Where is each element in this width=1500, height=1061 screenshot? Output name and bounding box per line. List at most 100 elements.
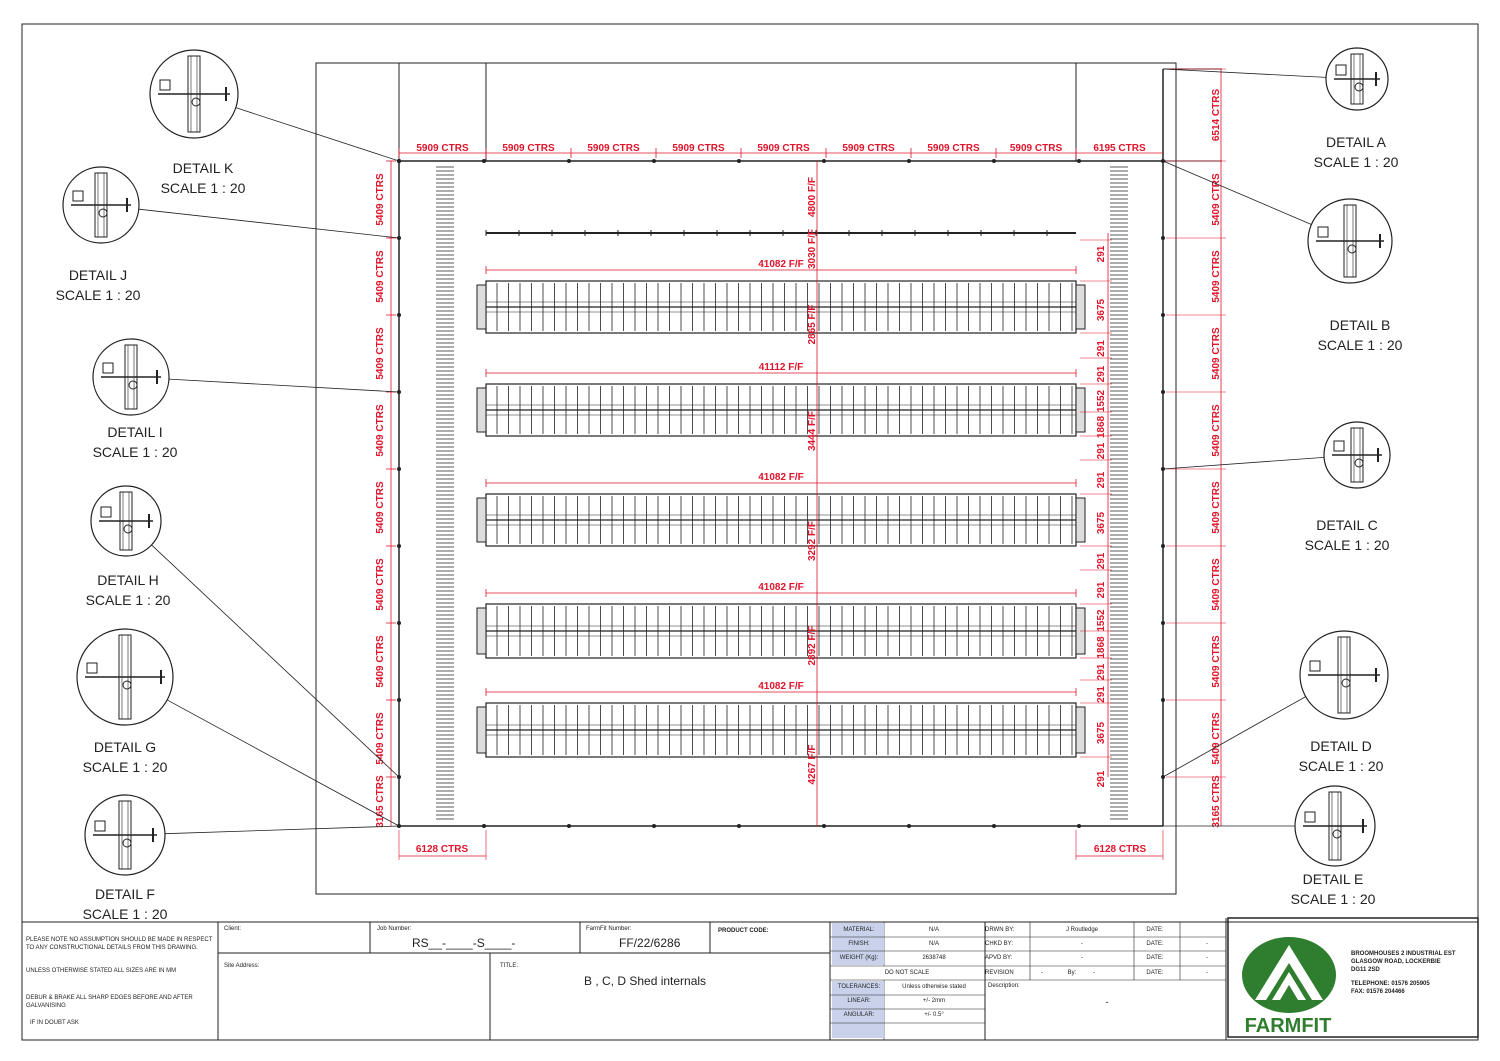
detail-bracket (159, 79, 171, 91)
post-marker (992, 159, 996, 163)
pen-length-label: 41082 F/F (758, 259, 804, 270)
detail-bracket (1317, 226, 1329, 238)
detail-leader (1162, 456, 1325, 470)
right-span-label: 5409 CTRS (1211, 250, 1222, 303)
center-vertical-label: 2865 F/F (807, 304, 818, 344)
post-marker (567, 159, 571, 163)
company-address-1: BROOMHOUSES 2 INDUSTRIAL EST (1351, 951, 1456, 957)
cubicle-row-4 (476, 603, 1086, 659)
detail-name: DETAIL D (1310, 738, 1372, 754)
right-chain-label: 3675 (1096, 298, 1107, 321)
material-value: N/A (928, 927, 939, 933)
detail-leader (151, 544, 400, 778)
note-4: IF IN DOUBT ASK (30, 1020, 79, 1026)
post-marker (992, 824, 996, 828)
right-chain-label: 291 (1096, 663, 1107, 680)
date-label-4: DATE: (1146, 970, 1164, 976)
linear-value: +/- 2mm (922, 998, 946, 1004)
detail-scale: SCALE 1 : 20 (82, 759, 168, 775)
detail-bracket (102, 362, 114, 374)
right-chain-label: 291 (1096, 365, 1107, 382)
detail-leader (1162, 68, 1327, 78)
material-label-cell (832, 923, 884, 965)
right-chain-label: 1868 (1096, 636, 1107, 659)
angular-value: +/- 0.5° (924, 1012, 944, 1018)
post-marker (1161, 621, 1165, 625)
detail-scale: SCALE 1 : 20 (1317, 337, 1403, 353)
job-number-label: Job Number: (377, 926, 412, 932)
detail-c-callout (1162, 421, 1391, 489)
post-marker (397, 544, 401, 548)
detail-scale: SCALE 1 : 20 (82, 906, 168, 922)
detail-bolt (128, 380, 138, 390)
right-span-label: 6514 CTRS (1211, 89, 1222, 142)
detail-bracket (94, 820, 106, 832)
detail-leader (138, 208, 400, 239)
angular-label: ANGULAR: (843, 1012, 875, 1018)
top-span-label: 5909 CTRS (1010, 143, 1063, 154)
pen-length-label: 41112 F/F (759, 362, 803, 373)
title-block-grid (21, 917, 1479, 1041)
detail-leader (1162, 160, 1312, 225)
top-span-label: 5909 CTRS (502, 143, 555, 154)
right-chain-label: 291 (1096, 245, 1107, 262)
detail-name: DETAIL I (107, 424, 163, 440)
right-span-label: 5409 CTRS (1211, 404, 1222, 457)
left-span-label: 5409 CTRS (375, 712, 386, 765)
detail-name: DETAIL F (95, 886, 155, 902)
right-chain-label: 1552 (1096, 389, 1107, 412)
post-marker (822, 159, 826, 163)
center-vertical-label: 3292 F/F (807, 521, 818, 561)
detail-bolt (123, 524, 133, 534)
detail-e-callout (1163, 785, 1376, 867)
revision-label: REVISION (985, 970, 1014, 976)
top-span-label: 5909 CTRS (587, 143, 640, 154)
bottom-right-span-label: 6128 CTRS (1094, 844, 1147, 855)
drawn-by-value: J Routledge (1065, 927, 1099, 933)
top-span-label: 5909 CTRS (757, 143, 810, 154)
left-span-label: 3165 CTRS (375, 775, 386, 828)
cubicle-end-cap (476, 497, 487, 543)
linear-label: LINEAR: (847, 998, 871, 1004)
post-marker (397, 698, 401, 702)
drawing-title: B , C, D Shed internals (584, 974, 707, 988)
detail-bracket (1309, 660, 1321, 672)
cubicle-end-cap (1075, 284, 1086, 330)
detail-bolt (1332, 829, 1342, 839)
top-span-label: 5909 CTRS (842, 143, 895, 154)
logo-roof-mark (1272, 972, 1306, 1000)
detail-bolt (122, 680, 132, 690)
weight-value: 2638748 (922, 955, 946, 961)
logo-wordmark: FARMFIT (1245, 1015, 1332, 1037)
detail-name: DETAIL G (93, 739, 157, 755)
right-chain-label: 291 (1096, 581, 1107, 598)
post-marker (1161, 390, 1165, 394)
right-chain-label: 1552 (1096, 609, 1107, 632)
right-span-label: 5409 CTRS (1211, 481, 1222, 534)
detail-bolt (122, 838, 132, 848)
center-vertical-label: 3030 F/F (807, 229, 818, 269)
detail-bracket (1335, 64, 1347, 76)
post-marker (737, 159, 741, 163)
center-vertical-label: 4800 F/F (807, 177, 818, 217)
pen-length-label: 41082 F/F (758, 472, 804, 483)
right-chain-label: 291 (1096, 770, 1107, 787)
farmfit-logo: FARMFIT (1242, 937, 1336, 1037)
detail-scale: SCALE 1 : 20 (160, 180, 246, 196)
right-chain-label: 291 (1096, 552, 1107, 569)
detail-bolt (1354, 458, 1364, 468)
left-span-label: 5409 CTRS (375, 635, 386, 688)
description-label: Description: (988, 983, 1020, 989)
note-1: PLEASE NOTE NO ASSUMPTION SHOULD BE MADE… (26, 937, 213, 951)
cubicle-end-cap (476, 387, 487, 433)
right-span-label: 5409 CTRS (1211, 558, 1222, 611)
detail-scale: SCALE 1 : 20 (1313, 154, 1399, 170)
left-span-label: 5409 CTRS (375, 404, 386, 457)
pen-length-label: 41082 F/F (758, 582, 804, 593)
